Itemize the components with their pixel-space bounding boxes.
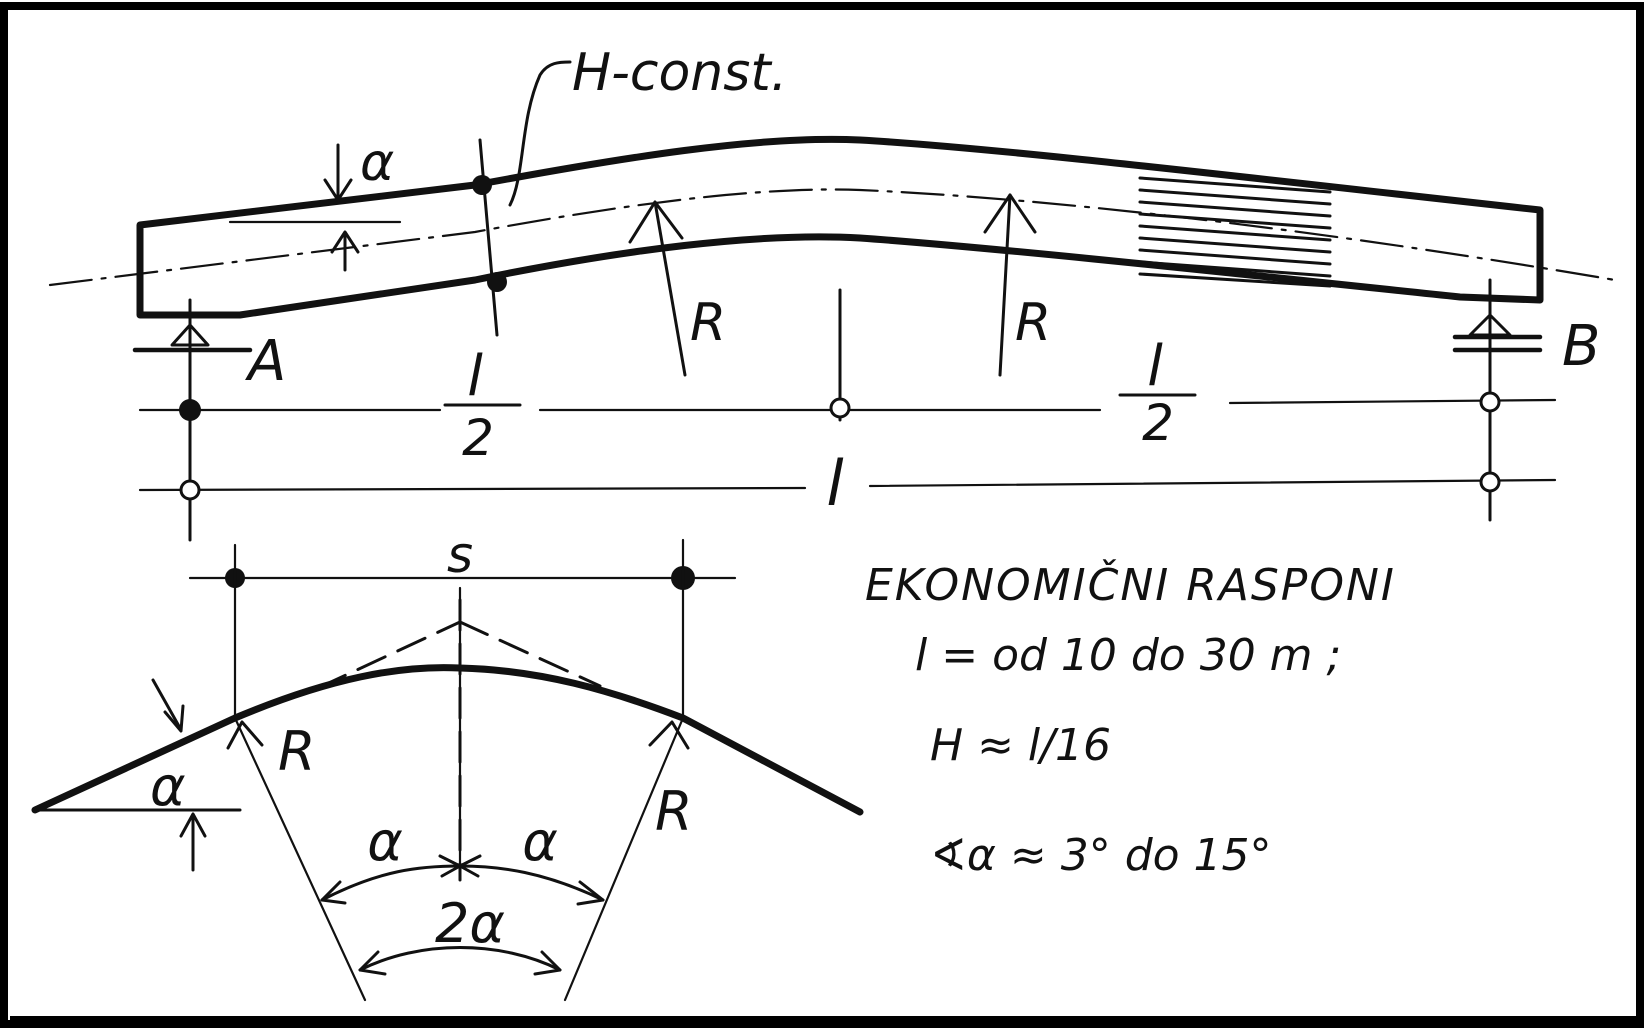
half-span-left-num: l: [467, 344, 483, 409]
beam-angle-marker: α: [228, 133, 402, 272]
angle-alpha-right: α: [522, 810, 558, 873]
half-span-left-den: 2: [462, 409, 494, 467]
notes-title: EKONOMIČNI RASPONI: [865, 558, 1396, 611]
apex-detail: s R R α α α 2α: [31, 526, 864, 1002]
notes-height: H ≈ l/16: [930, 720, 1111, 771]
s-label: s: [447, 526, 473, 584]
angle-alpha-left: α: [367, 810, 403, 873]
radius-label-right: R: [1015, 293, 1051, 353]
radius-label-left: R: [690, 293, 726, 353]
half-span-right-num: l: [1147, 334, 1163, 399]
lamella-hatching: [1138, 176, 1332, 288]
support-a: A: [132, 298, 286, 542]
h-const-marker: H-const.: [472, 43, 787, 337]
beam-alpha-label: α: [360, 133, 394, 193]
design-notes: EKONOMIČNI RASPONI l = od 10 do 30 m ; H…: [865, 558, 1396, 881]
apex-curve: [31, 664, 864, 816]
notes-span-range: l = od 10 do 30 m ;: [915, 630, 1341, 681]
half-span-right-den: 2: [1142, 394, 1174, 452]
beam-axis-line: [48, 188, 1617, 287]
notes-angle: ∢α ≈ 3° do 15°: [930, 830, 1272, 881]
radius-arrow-left: R: [628, 200, 726, 377]
support-b-label: B: [1562, 314, 1600, 379]
detail-alpha-left: α: [150, 755, 186, 818]
support-a-label: A: [245, 329, 286, 394]
span-dimension: l: [138, 447, 1557, 520]
radius-arrow-right: R: [983, 193, 1051, 377]
beam-outline: [136, 135, 1544, 319]
h-const-label: H-const.: [572, 43, 787, 103]
detail-radius-left: R: [278, 720, 316, 783]
span-label: l: [826, 447, 843, 520]
curved-beam: [48, 135, 1617, 319]
half-span-dimension: l 2 l 2: [138, 334, 1557, 467]
detail-radius-right: R: [655, 780, 693, 843]
angle-two-alpha: 2α: [435, 892, 505, 955]
